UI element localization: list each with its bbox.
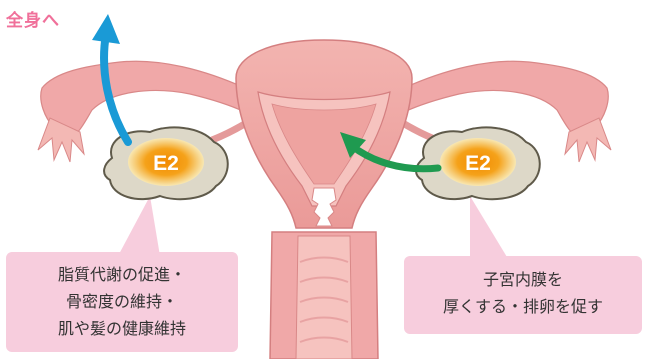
left-ovarian-ligament (212, 122, 248, 140)
left-effects-callout: 脂質代謝の促進・ 骨密度の維持・ 肌や髪の健康維持 (6, 252, 238, 352)
right-callout-pointer (470, 196, 510, 262)
right-e2-label: E2 (465, 152, 491, 175)
right-ovary: E2 (416, 127, 540, 199)
left-e2-label: E2 (153, 152, 179, 175)
left-callout-line-2: 骨密度の維持・ (6, 288, 238, 315)
to-whole-body-label: 全身へ (6, 6, 60, 31)
left-callout-line-1: 脂質代謝の促進・ (6, 261, 238, 288)
right-callout-line-1: 子宮内膜を (404, 266, 642, 293)
left-callout-line-3: 肌や髪の健康維持 (6, 315, 238, 342)
right-callout-line-2: 厚くする・排卵を促す (404, 293, 642, 320)
right-effects-callout: 子宮内膜を 厚くする・排卵を促す (404, 256, 642, 334)
left-callout-pointer (118, 196, 160, 256)
